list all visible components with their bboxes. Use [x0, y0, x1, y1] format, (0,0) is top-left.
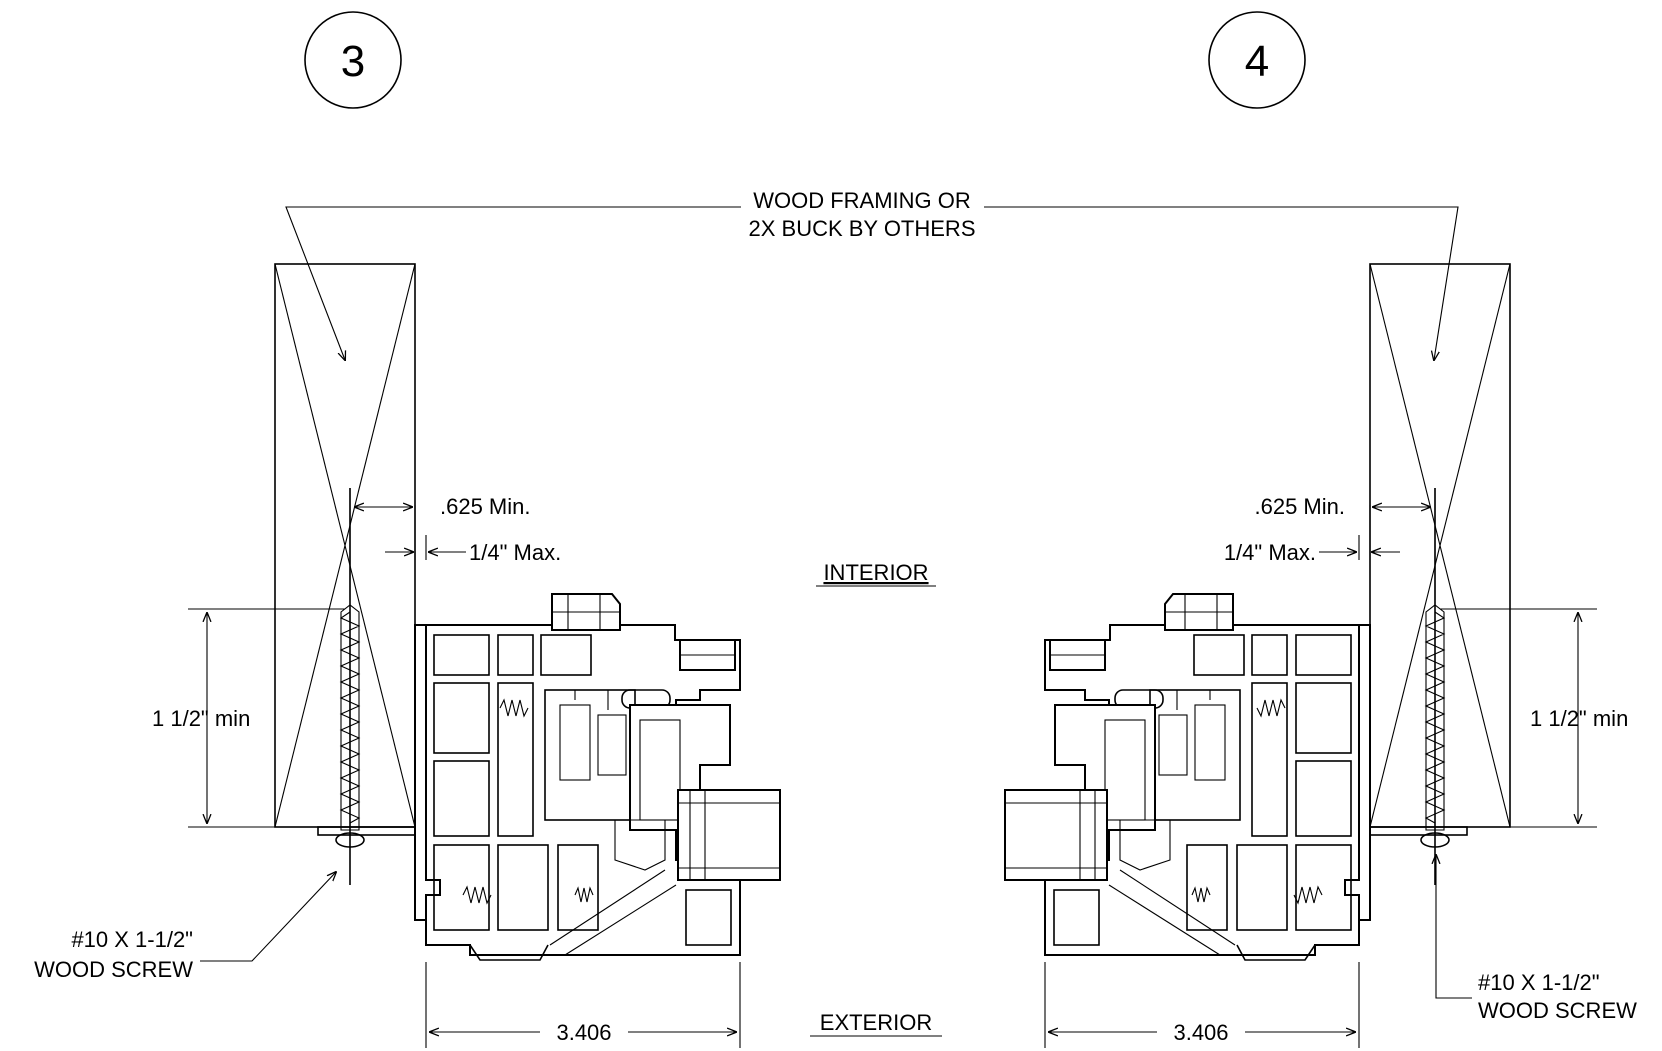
left-max-gap: 1/4" Max.	[469, 540, 561, 565]
framing-label-line1: WOOD FRAMING OR	[753, 188, 971, 213]
right-anchor-depth: 1 1/2" min	[1530, 706, 1628, 731]
framing-leader	[285, 206, 1459, 360]
exterior-label: EXTERIOR	[820, 1010, 932, 1035]
right-screw-label-line2: WOOD SCREW	[1478, 998, 1637, 1023]
left-screw-leader	[200, 872, 336, 962]
detail-4-section	[1005, 264, 1597, 1048]
left-frame-depth: 3.406	[556, 1020, 611, 1045]
detail-3-number: 3	[341, 37, 365, 86]
left-screw-label-line2: WOOD SCREW	[34, 957, 193, 982]
interior-label: INTERIOR	[823, 560, 928, 585]
detail-4-number: 4	[1245, 37, 1269, 86]
right-frame-depth: 3.406	[1173, 1020, 1228, 1045]
right-screw-leader	[1436, 855, 1472, 999]
left-screw-label-line1: #10 X 1-1/2"	[71, 927, 193, 952]
framing-label-line2: 2X BUCK BY OTHERS	[749, 216, 976, 241]
detail-3-section	[188, 264, 780, 1048]
left-anchor-depth: 1 1/2" min	[152, 706, 250, 731]
detail-4-bubble	[1208, 11, 1306, 109]
right-screw-label-line1: #10 X 1-1/2"	[1478, 970, 1600, 995]
right-min-clearance: .625 Min.	[1255, 494, 1346, 519]
detail-3-bubble	[304, 11, 402, 109]
right-max-gap: 1/4" Max.	[1224, 540, 1316, 565]
left-min-clearance: .625 Min.	[440, 494, 531, 519]
